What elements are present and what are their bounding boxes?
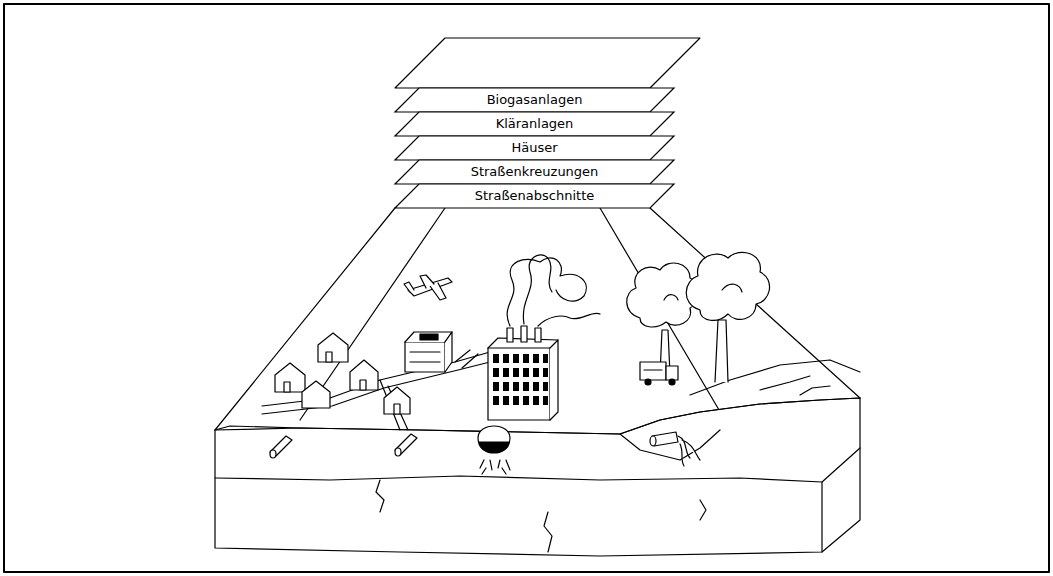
layer-label: Häuser <box>395 136 674 160</box>
office-building <box>405 332 452 372</box>
blank-layer <box>395 38 700 88</box>
layer-label: Straßenkreuzungen <box>395 160 674 184</box>
terrain-block <box>215 398 860 556</box>
layer-plane: Straßenkreuzungen <box>395 160 674 184</box>
layer-plane: Kläranlagen <box>395 112 674 136</box>
factory <box>488 255 600 420</box>
projection-lines <box>215 208 860 430</box>
layer-outline-shape <box>395 136 674 160</box>
layer-label: Biogasanlagen <box>395 88 674 112</box>
pipes <box>270 432 700 466</box>
river-bank <box>620 360 860 460</box>
trees <box>627 252 770 382</box>
layer-label: Straßenabschnitte <box>395 184 674 208</box>
layer-plane: Straßenabschnitte <box>395 184 674 208</box>
truck <box>640 362 678 385</box>
layer-plane: Häuser <box>395 136 674 160</box>
airplane <box>404 275 452 300</box>
frame <box>4 4 1049 572</box>
layer-outline-shape <box>395 184 674 208</box>
houses <box>275 333 410 414</box>
layer-plane: Biogasanlagen <box>395 88 674 112</box>
layer-outline-shape <box>395 160 674 184</box>
layer-label: Kläranlagen <box>395 112 674 136</box>
underground-tank <box>478 426 510 474</box>
layer-outline-shape <box>395 88 674 112</box>
roads <box>262 350 490 430</box>
layer-outline-shape <box>395 112 674 136</box>
